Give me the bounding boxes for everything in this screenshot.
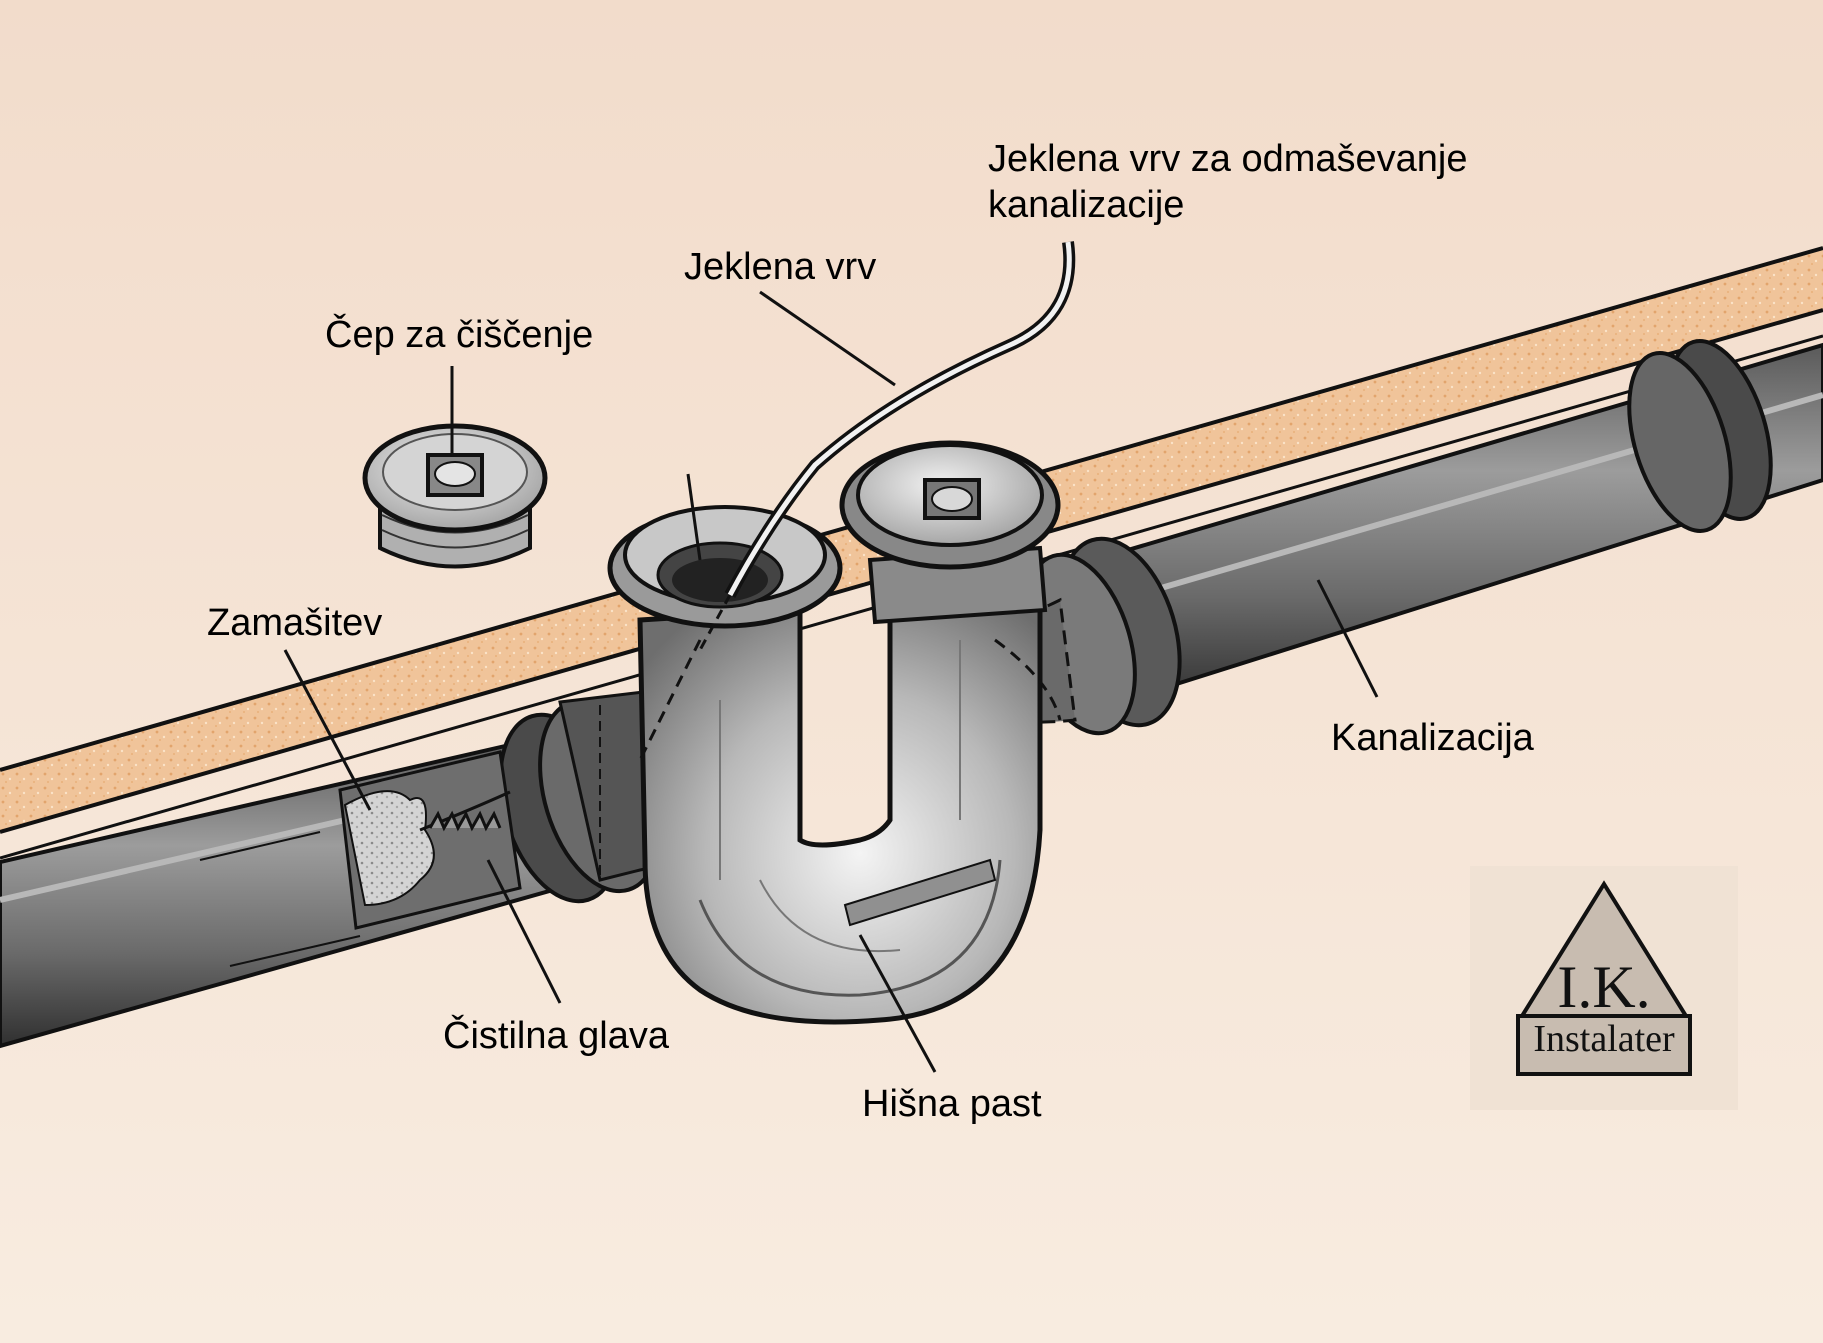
label-jeklena-vrv: Jeklena vrv xyxy=(684,246,877,288)
trap-outlet-cap xyxy=(839,440,1061,625)
label-cep-za-ciscenje: Čep za čiščenje xyxy=(325,314,594,356)
logo-triangle-icon xyxy=(1516,880,1692,1076)
leader-hisna-past xyxy=(858,934,937,1073)
logo-mark: I.K. xyxy=(1557,954,1651,1020)
trap-inlet xyxy=(607,505,843,629)
leader-zamasitev xyxy=(283,649,372,811)
label-jeklena-vrv-odmasevanje: Jeklena vrv za odmaševanje kanalizacije xyxy=(988,138,1468,226)
steel-snake xyxy=(698,241,1076,651)
sewer-pipe-left xyxy=(0,688,707,1049)
label-hisna-past: Hišna past xyxy=(862,1083,1042,1125)
p-trap xyxy=(637,597,1062,1025)
leader-lines xyxy=(283,290,1379,1073)
leader-jeklena-vrv xyxy=(759,290,896,387)
leader-cistilna-glava xyxy=(486,859,562,1004)
ik-instalater-logo: I.K. Instalater xyxy=(1470,866,1738,1110)
leader-inlet xyxy=(686,473,702,561)
leader-kanalizacija xyxy=(1316,579,1379,698)
clog-mass xyxy=(343,790,435,907)
label-zamasitev: Zamašitev xyxy=(207,602,383,644)
label-cistilna-glava: Čistilna glava xyxy=(443,1015,669,1057)
cleaning-plug xyxy=(362,423,548,569)
cleaning-head xyxy=(419,790,511,832)
label-kanalizacija: Kanalizacija xyxy=(1331,717,1534,759)
logo-name: Instalater xyxy=(1533,1018,1675,1060)
